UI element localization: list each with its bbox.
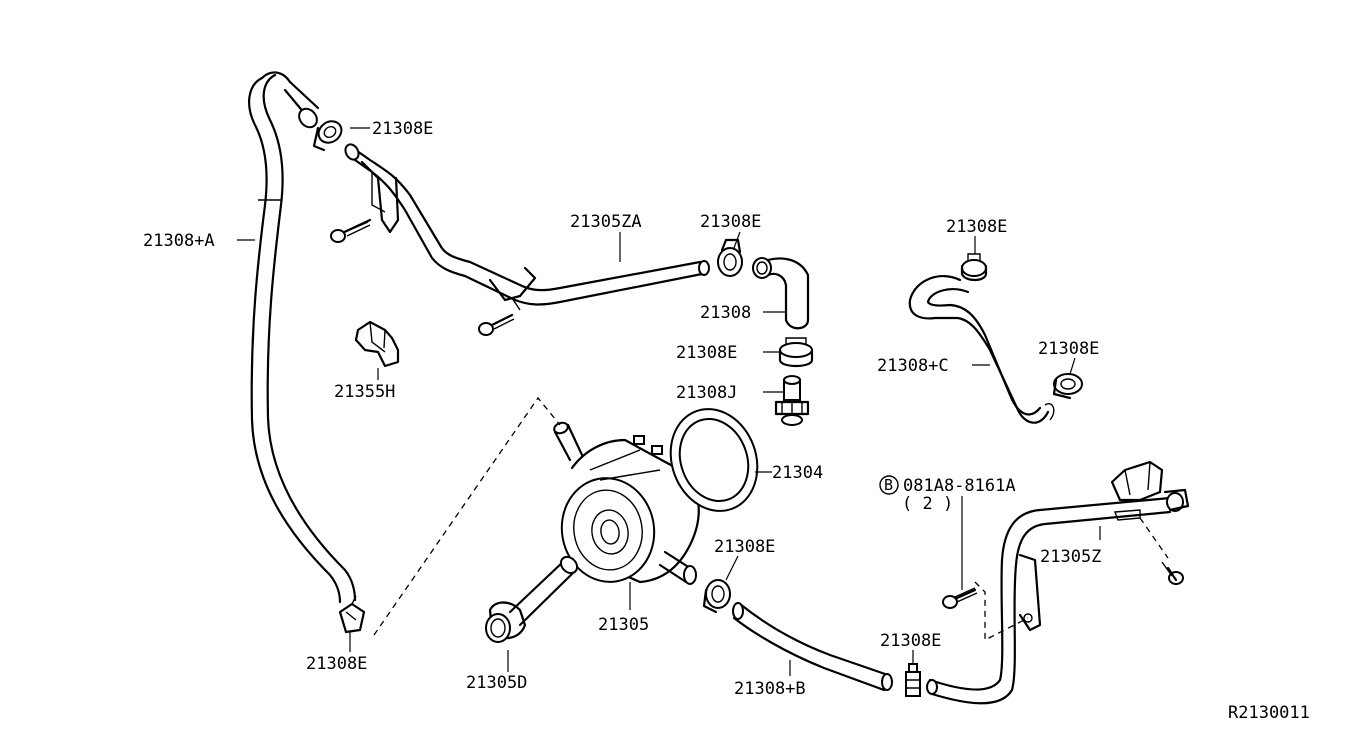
label-21305d: 21305D <box>466 673 527 693</box>
hose-21308-a <box>248 71 357 604</box>
label-21308-b: 21308+B <box>734 679 806 699</box>
label-21308e-mid: 21308E <box>700 212 761 232</box>
label-21305z: 21305Z <box>1040 547 1101 567</box>
label-21308e-bottom-left: 21308E <box>306 654 367 674</box>
bolt-081a8 <box>942 587 978 609</box>
hose-21308-c <box>908 275 1055 424</box>
tube-21305z <box>926 460 1190 705</box>
label-21304: 21304 <box>772 463 823 483</box>
label-21308j: 21308J <box>676 383 737 403</box>
label-21308e-cooler: 21308E <box>714 537 775 557</box>
label-21355h: 21355H <box>334 382 395 402</box>
clamp-21308e-mid <box>717 238 743 277</box>
label-reference-code: R2130011 <box>1228 703 1310 723</box>
label-bolt-qty: ( 2 ) <box>902 494 953 514</box>
oil-cooler-21305 <box>553 421 700 585</box>
clamp-21308e-right-mid <box>1052 373 1083 400</box>
bolt-upper-left <box>330 218 372 243</box>
dashed-leader-bolt-right <box>1139 517 1169 559</box>
hose-21308 <box>752 257 810 330</box>
clamp-21308e-bottom-right <box>905 663 921 697</box>
label-21308e-right-mid: 21308E <box>1038 339 1099 359</box>
label-21308-a: 21308+A <box>143 231 215 251</box>
bolt-right <box>1161 561 1184 585</box>
label-21305: 21305 <box>598 615 649 635</box>
label-21308e-right-top: 21308E <box>946 217 1007 237</box>
label-21308e-top: 21308E <box>372 119 433 139</box>
dashed-leader-left <box>373 396 561 636</box>
connector-21305d <box>485 555 579 643</box>
hose-21308-b <box>732 602 893 692</box>
label-bolt-code: 081A8-8161A <box>903 476 1016 496</box>
label-21308-c: 21308+C <box>877 356 949 376</box>
tube-21305za <box>344 143 710 311</box>
gasket-21304 <box>669 408 759 512</box>
clamp-21308e-right-top <box>960 253 988 282</box>
label-21308e-bottom-right: 21308E <box>880 631 941 651</box>
dashed-leader-bolt <box>974 581 1029 642</box>
clamp-21308e-cooler <box>702 579 731 614</box>
bolt-lower-left <box>478 313 515 336</box>
retainer-21355h <box>354 320 400 368</box>
bolt-spec-callout: B 081A8-8161A ( 2 ) <box>879 475 1016 514</box>
bolt-circle-marker <box>879 475 899 495</box>
label-21308e-clamp: 21308E <box>676 343 737 363</box>
clamp-21308e-bottom-left <box>338 595 366 634</box>
clamp-21308e-top <box>312 120 343 152</box>
label-21305za: 21305ZA <box>570 212 642 232</box>
label-21308: 21308 <box>700 303 751 323</box>
leader-lines <box>237 127 1101 676</box>
clamp-21308e-standalone <box>778 337 814 368</box>
label-bolt-circle: B <box>884 476 893 494</box>
connector-21308j <box>774 375 810 426</box>
